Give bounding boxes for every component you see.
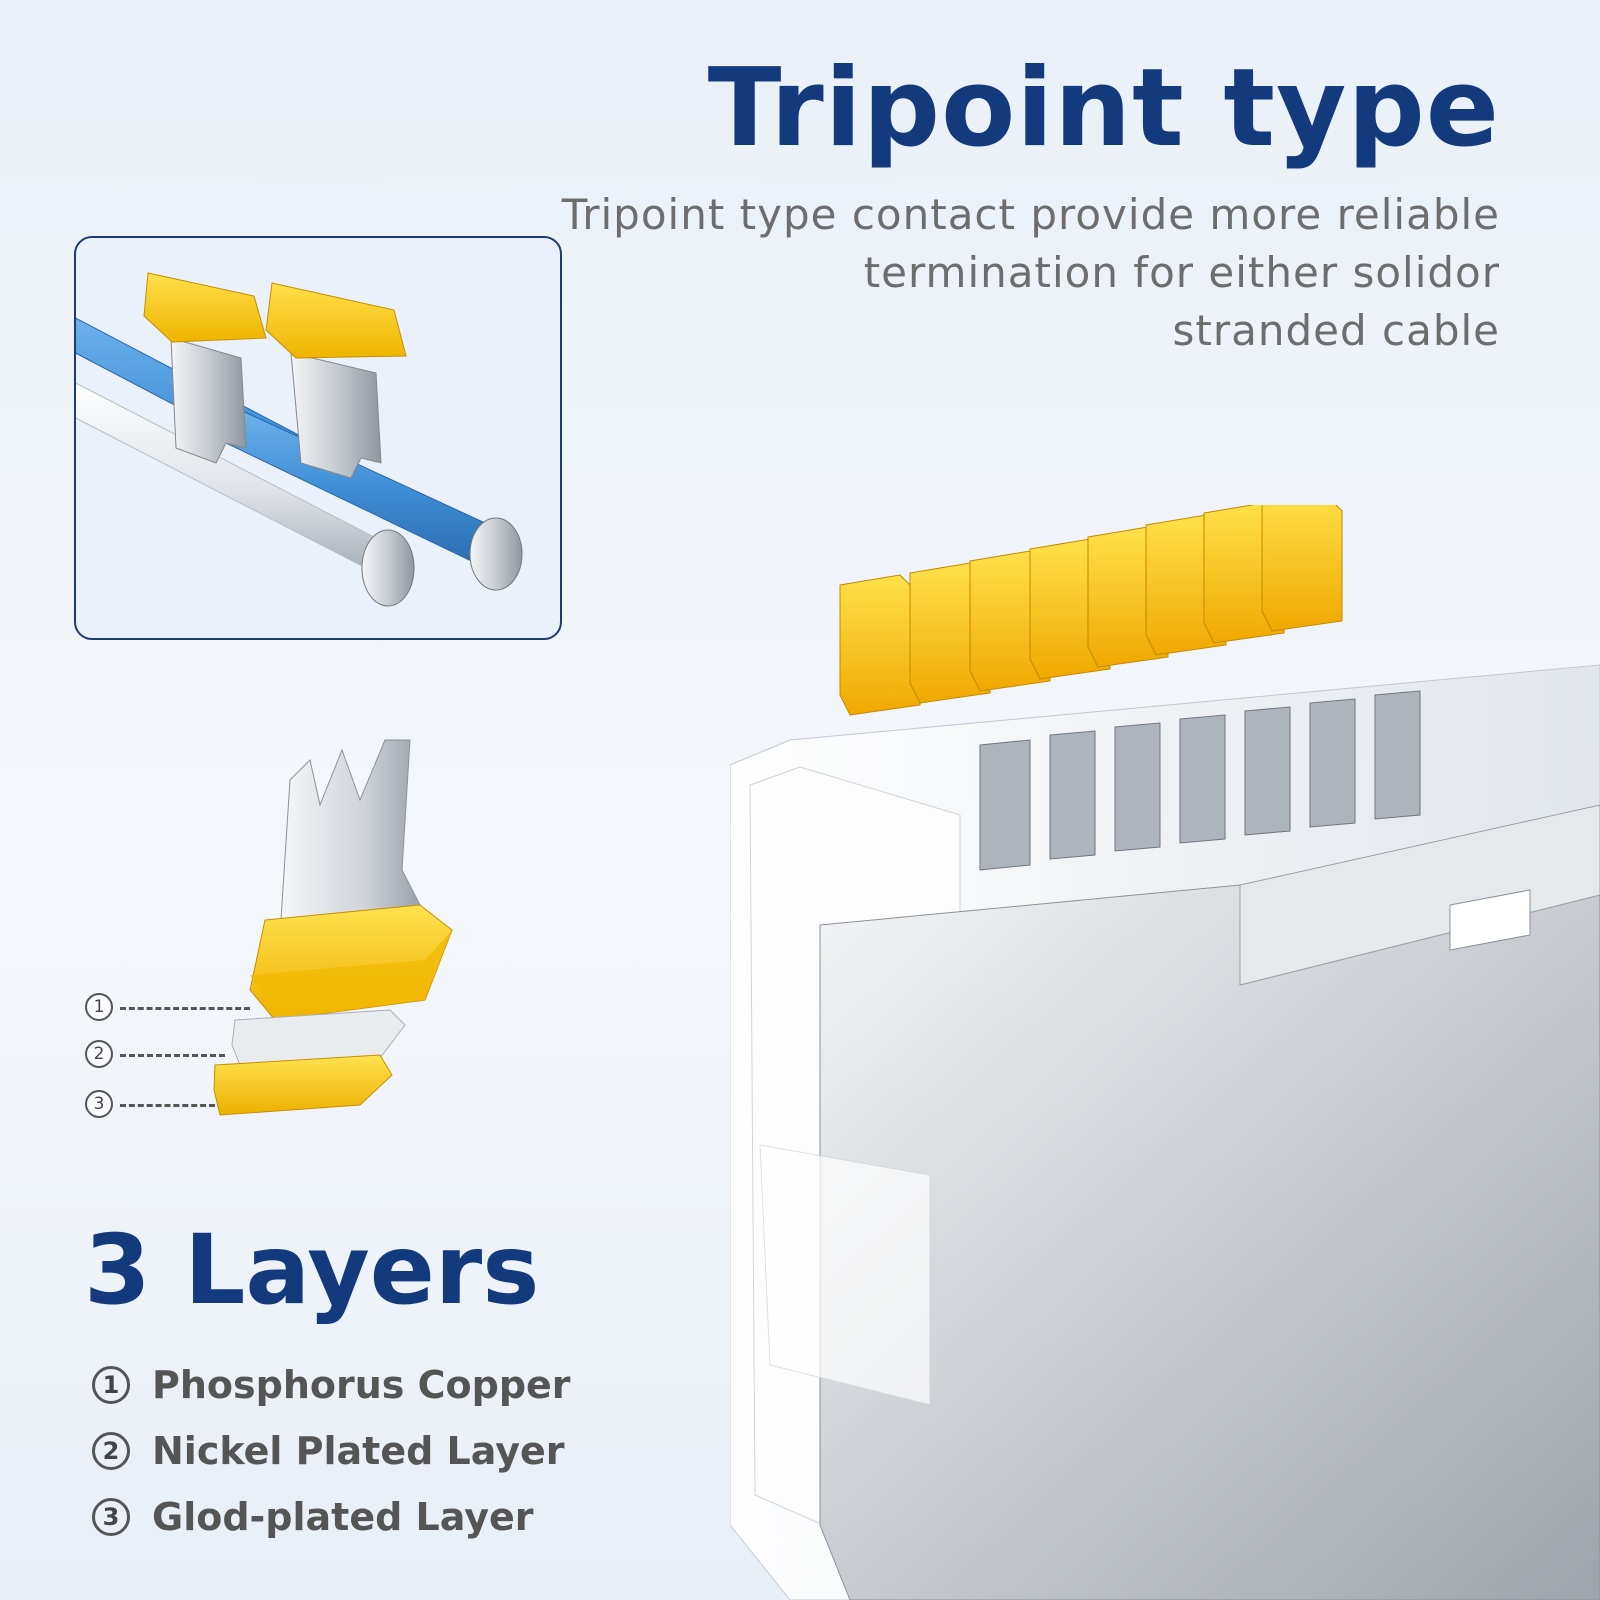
callout-line-3 xyxy=(120,1104,215,1107)
legend-item: 2 Nickel Plated Layer xyxy=(92,1418,571,1484)
layers-title: 3 Layers xyxy=(84,1214,540,1326)
callout-marker-3: 3 xyxy=(85,1090,113,1118)
contact-detail-inset xyxy=(74,236,562,640)
legend-marker-2: 2 xyxy=(92,1432,130,1470)
subtitle-line-3: stranded cable xyxy=(1172,306,1500,355)
legend-label-2: Nickel Plated Layer xyxy=(152,1429,565,1473)
page-subtitle: Tripoint type contact provide more relia… xyxy=(540,186,1500,360)
subtitle-line-2: termination for either solidor xyxy=(863,248,1500,297)
rj45-connector-illustration xyxy=(730,505,1600,1600)
legend-marker-3: 3 xyxy=(92,1498,130,1536)
callout-line-1 xyxy=(120,1007,250,1010)
contact-layers-illustration xyxy=(213,739,453,1116)
subtitle-line-1: Tripoint type contact provide more relia… xyxy=(561,190,1500,239)
legend-item: 1 Phosphorus Copper xyxy=(92,1352,571,1418)
legend-label-1: Phosphorus Copper xyxy=(152,1363,571,1407)
legend-label-3: Glod-plated Layer xyxy=(152,1495,534,1539)
callout-marker-1: 1 xyxy=(85,993,113,1021)
legend-item: 3 Glod-plated Layer xyxy=(92,1484,571,1550)
page-title: Tripoint type xyxy=(707,46,1500,171)
callout-line-2 xyxy=(120,1054,225,1057)
cable-contact-illustration xyxy=(76,272,523,607)
layers-legend: 1 Phosphorus Copper 2 Nickel Plated Laye… xyxy=(92,1352,571,1550)
callout-marker-2: 2 xyxy=(85,1040,113,1068)
legend-marker-1: 1 xyxy=(92,1366,130,1404)
